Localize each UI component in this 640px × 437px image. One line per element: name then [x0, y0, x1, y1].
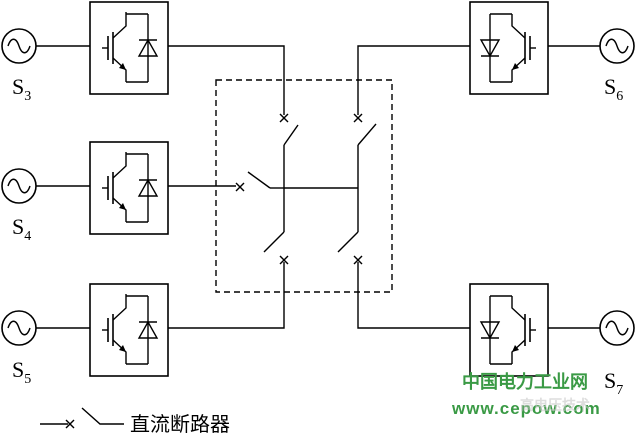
- breaker-middle-x-icon: [235, 182, 245, 192]
- watermark-faint: 高电压技术: [520, 397, 590, 414]
- dc-hub-box: [215, 79, 393, 293]
- converter-s3: [89, 1, 169, 95]
- watermark-url: www.cepow.com: [451, 399, 601, 418]
- ac-source-s3-icon: [1, 28, 37, 64]
- label-s4: S4: [12, 214, 31, 244]
- converter-s7: [469, 283, 549, 377]
- watermark-cn: 中国电力工业网: [462, 371, 588, 393]
- ac-source-s6-icon: [599, 28, 635, 64]
- label-s5: S5: [12, 357, 31, 387]
- legend: 直流断路器: [40, 407, 230, 436]
- ac-source-s7-icon: [599, 310, 635, 346]
- breaker-top-left-x-icon: [279, 113, 289, 123]
- legend-label: 直流断路器: [130, 413, 230, 436]
- label-s6: S6: [604, 74, 623, 104]
- ac-source-s4-icon: [1, 168, 37, 204]
- label-s3: S3: [12, 74, 31, 104]
- converter-s5: [89, 283, 169, 377]
- label-s7: S7: [604, 368, 623, 398]
- ac-source-s5-icon: [1, 310, 37, 346]
- breaker-top-right-x-icon: [353, 113, 363, 123]
- converter-s6: [469, 1, 549, 95]
- converter-s4: [89, 141, 169, 235]
